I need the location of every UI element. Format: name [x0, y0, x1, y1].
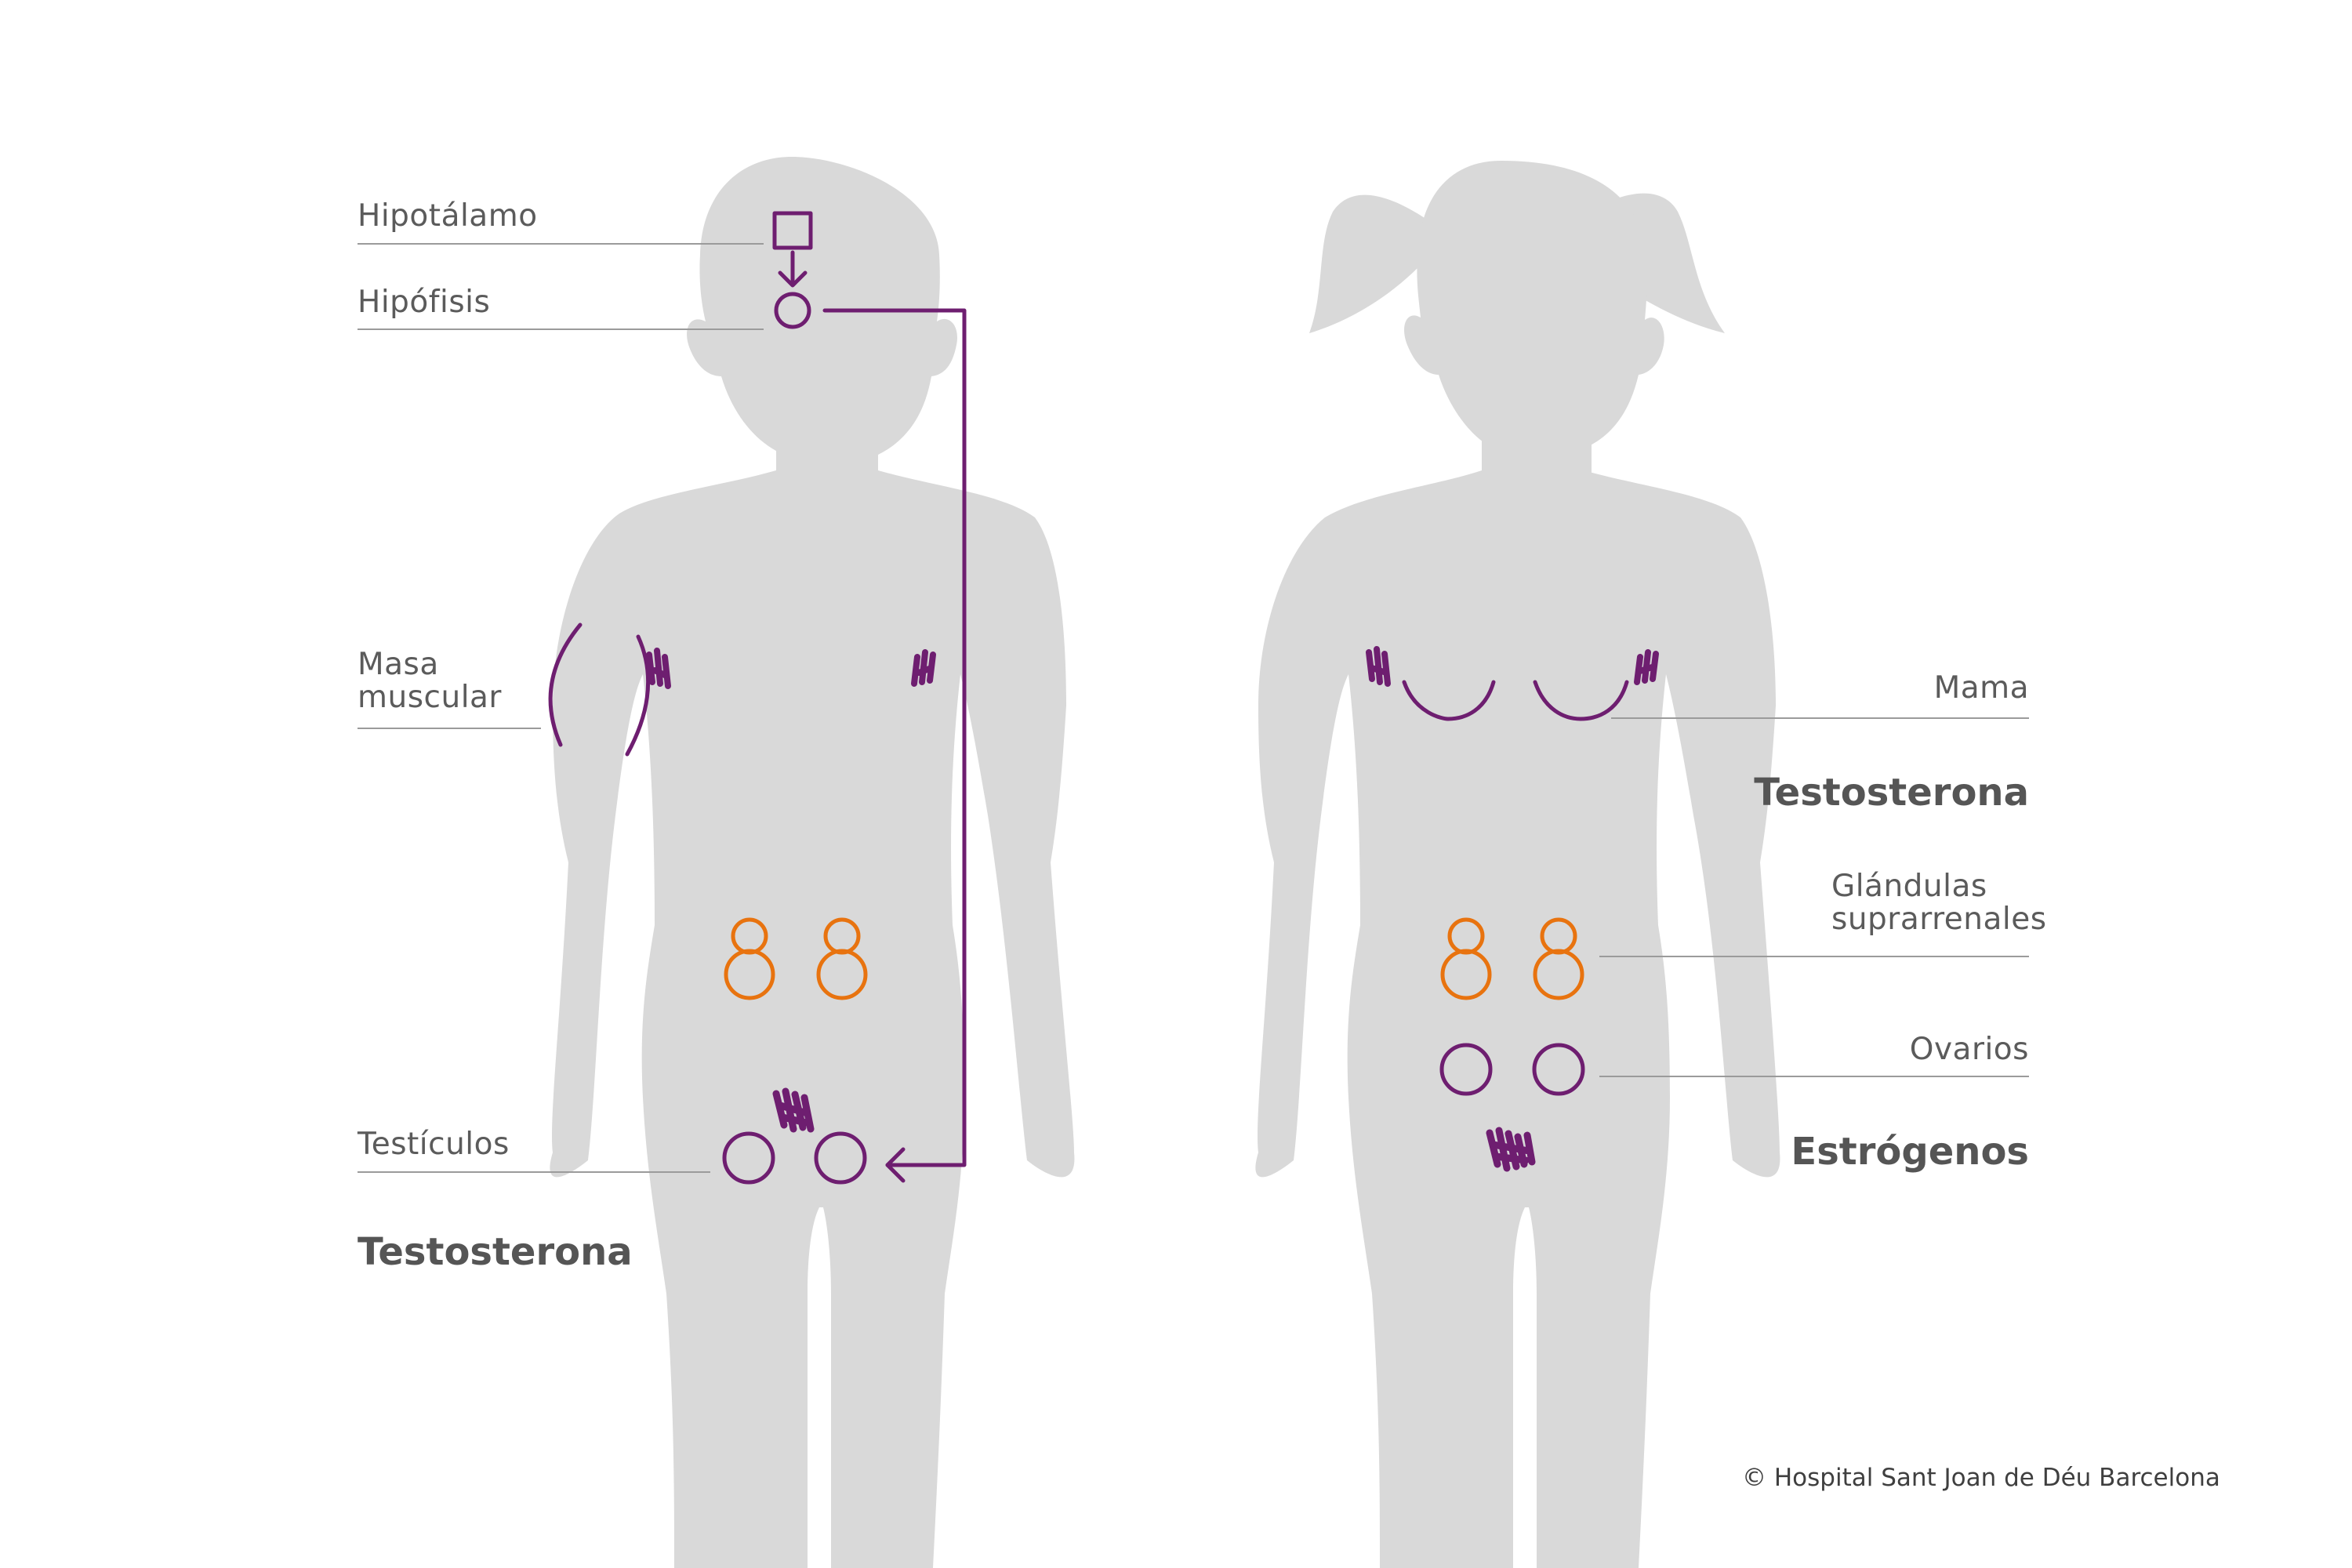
boy-adrenal-right-bottom-icon: [816, 949, 868, 1000]
girl-hormone-estrogens: Estrógenos: [1791, 1130, 2029, 1174]
adrenal-leader-line: [1599, 956, 2029, 957]
testicles-label: Testículos: [358, 1127, 510, 1162]
boy-markers: [548, 211, 967, 1185]
testicles-leader-line: [358, 1171, 710, 1173]
breast-left-icon: [1402, 680, 1496, 721]
pituitary-leader-line: [358, 328, 764, 330]
testicles-arrowhead-icon: [885, 1147, 906, 1183]
girl-adrenal-right-bottom-icon: [1533, 949, 1584, 1000]
girl-adrenal-left-bottom-icon: [1440, 949, 1492, 1000]
girl-silhouette: [1255, 161, 1780, 1568]
breast-right-icon: [1533, 680, 1629, 721]
hypothalamus-label: Hipotálamo: [358, 198, 538, 234]
muscle-label-line2: muscular: [358, 680, 502, 715]
boy-armpit-hair-left-icon: [646, 648, 671, 689]
ovary-left-icon: [1439, 1043, 1493, 1096]
pituitary-label: Hipófisis: [358, 285, 491, 320]
muscle-arc-left-icon: [548, 622, 583, 747]
boy-silhouette: [550, 157, 1075, 1568]
boy-armpit-hair-right-icon: [911, 649, 936, 687]
hypothalamus-arrowhead-icon: [778, 270, 808, 288]
muscle-arc-right-icon: [625, 634, 651, 757]
adrenal-label-line2: suprarrenales: [1831, 902, 2047, 937]
ovary-right-icon: [1532, 1043, 1585, 1096]
hypothalamus-square-icon: [772, 211, 813, 250]
adrenal-label-line1: Glándulas: [1831, 869, 1987, 904]
muscle-leader-line: [358, 728, 541, 729]
girl-hormone-testosterone: Testosterona: [1754, 771, 2029, 815]
testicle-left-icon: [722, 1131, 775, 1185]
pituitary-to-testicles-arrow-icon: [822, 308, 967, 1167]
ovaries-label: Ovarios: [1909, 1032, 2029, 1067]
girl-armpit-hair-left-icon: [1366, 646, 1391, 687]
boy-adrenal-glands: [724, 917, 868, 1000]
girl-adrenal-glands: [1440, 917, 1584, 1000]
boy-adrenal-left-bottom-icon: [724, 949, 775, 1000]
hypothalamus-leader-line: [358, 243, 764, 245]
breast-leader-line: [1611, 717, 2029, 719]
girl-armpit-hair-right-icon: [1634, 649, 1659, 685]
muscle-label-line1: Masa: [358, 647, 439, 682]
pituitary-circle-icon: [774, 292, 811, 329]
girl-pubic-hair-icon: [1486, 1127, 1536, 1172]
testicle-right-icon: [814, 1131, 867, 1185]
boy-hormone-testosterone: Testosterona: [358, 1230, 633, 1274]
girl-markers: [1366, 646, 1659, 1172]
boy-pubic-hair-icon: [772, 1087, 815, 1133]
ovaries-leader-line: [1599, 1076, 2029, 1077]
breast-label: Mama: [1933, 670, 2029, 706]
copyright-notice: © Hospital Sant Joan de Déu Barcelona: [1742, 1464, 2220, 1492]
